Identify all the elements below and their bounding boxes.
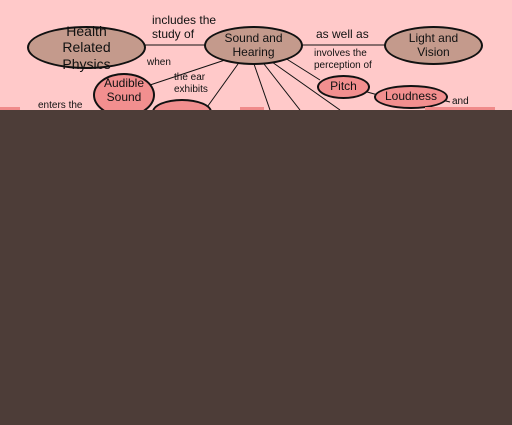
link-label-enters-the: enters the [38, 100, 83, 110]
line-sound-down-2 [263, 63, 301, 110]
link-label-when: when [147, 57, 171, 68]
line-sound-to-pitch [284, 57, 321, 81]
node-pitch-label: Pitch [330, 79, 357, 94]
obscured-region [0, 110, 512, 425]
node-loudness[interactable]: Loudness [374, 85, 448, 109]
node-health-physics-label: Health Related Physics [62, 23, 111, 72]
line-sound-to-audible [149, 59, 226, 86]
link-label-as-well-as: as well as [316, 27, 369, 41]
concept-map: includes the study of as well as involve… [0, 0, 512, 110]
node-sound-hearing[interactable]: Sound and Hearing [204, 26, 303, 65]
node-loudness-label: Loudness [384, 89, 438, 104]
line-sound-down-1 [253, 63, 271, 110]
node-light-vision-label: Light and Vision [408, 30, 459, 59]
link-label-includes: includes the study of [152, 13, 217, 42]
node-sound-hearing-label: Sound and Hearing [224, 30, 283, 59]
partial-strip-right [425, 107, 495, 110]
node-light-vision[interactable]: Light and Vision [384, 26, 483, 65]
link-label-and: and [452, 96, 469, 107]
node-audible-sound[interactable]: Audible Sound [93, 73, 155, 110]
link-label-ear-exhibits: the ear exhibits [174, 72, 208, 95]
node-health-physics[interactable]: Health Related Physics [27, 23, 146, 72]
partial-strip-mid [240, 107, 264, 110]
line-sound-down-3 [271, 61, 341, 110]
node-pitch[interactable]: Pitch [317, 75, 370, 99]
node-audible-sound-label: Audible Sound [103, 76, 145, 104]
partial-strip-left [0, 107, 20, 110]
link-label-involves: involves the perception of [314, 48, 372, 71]
line-sound-to-ear [204, 63, 239, 110]
connector-lines [145, 44, 451, 110]
